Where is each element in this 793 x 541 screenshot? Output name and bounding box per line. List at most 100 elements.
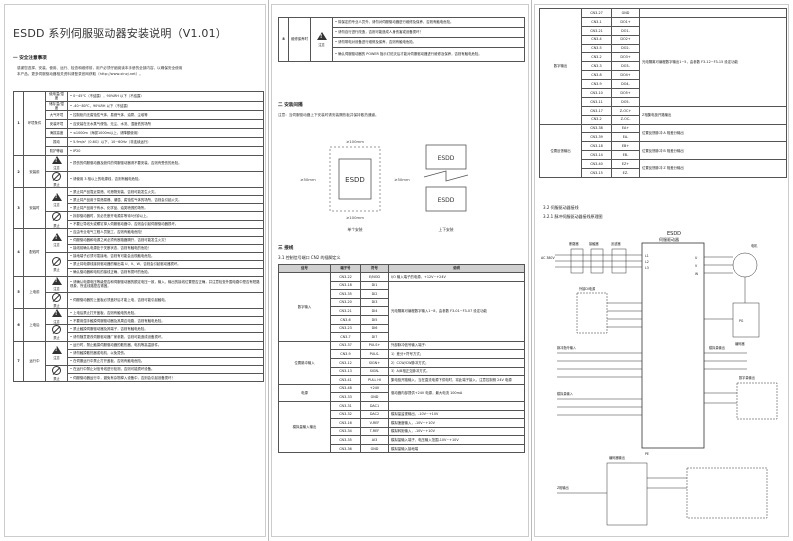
env-key: 储存温/湿度 — [45, 100, 68, 112]
safety-note: • 请使用 3 相以上的电源线，否则有触电危险。 — [67, 170, 264, 189]
section-category: 配线时 — [23, 227, 46, 277]
maintenance-table: 8维修保养时注意• 除保定的专业人员外，请勿对伺服驱动器进行维修及保养，否则有触… — [278, 17, 525, 62]
safety-row: 大气环境• 控制柜内无腐蚀性气体、易燃气体、油雾、尘埃等 — [14, 110, 264, 121]
heat-shield-plate — [423, 170, 469, 182]
pin-symbol: DAC1 — [360, 400, 389, 411]
prohibit-icon — [52, 325, 61, 335]
page-fold — [531, 0, 532, 541]
spacing-left: ≥50mm — [300, 177, 316, 182]
pin-terminal: CN3-9 — [330, 349, 361, 359]
intro-line-1: 感谢您选择、安装、使用、运行、检查和维修前，用户必须仔细阅读本手册的全部内容，以… — [17, 66, 183, 70]
subsection-wiring: 3.2 伺服驱动器接线 — [543, 205, 579, 210]
analog-out-label: 模拟量输出 — [709, 345, 725, 350]
prohibit-icon-cell: 禁止 — [45, 324, 68, 342]
pin-desc: 光电隔离可编程数字输出1~5，由参数 F3-12~F3-15 设定功能 — [639, 16, 787, 107]
wiring-diagram: ESDD 伺服驱动器 AC 380V 断路器 接触器 滤波器 L1 L2 L3 … — [541, 231, 778, 526]
safety-note: • 禁止将产品用于有水、化学品、油类喷溅的场所。 — [67, 203, 264, 213]
safety-note: • 请勿带电对设备进行维修及保养，否则有触电危险。 — [332, 37, 525, 48]
pin-terminal: CN3-14 — [581, 150, 612, 161]
env-key: 安装环境 — [45, 119, 68, 130]
pin-desc: I/O 输入端子的电源，+12V~+24V — [388, 272, 525, 282]
warning-icon-cell: 注意 — [45, 187, 68, 213]
pin-terminal: CN3-13 — [330, 366, 361, 377]
safety-row: 禁止 • 请使用 3 相以上的电源线，否则有触电危险。 — [14, 170, 264, 189]
pin-symbol: DI1 — [360, 280, 389, 291]
safety-row: 2安装前注意• 损伤的伺服驱动器及缺件的伺服驱动器请不要安装，否则有受伤的危险。 — [13, 155, 264, 189]
pin-terminal: CN3-17 — [581, 105, 612, 116]
safety-row: 5上电前注意• 请确认电源电压等级是否和伺服驱动器的额定电压一致，输入、输出的接… — [13, 275, 264, 310]
env-value: • ≤1000m（海拔1000m以上，请降额使用） — [67, 128, 264, 139]
pin-terminal: CN3-35 — [330, 435, 361, 445]
pin-terminal: CN3-7 — [330, 332, 361, 342]
safety-row: • 伺服驱动器运行中，避免有杂物掉入设备中，否则会引起设备损坏！ — [14, 373, 264, 383]
term-l3: L3 — [645, 266, 649, 270]
warning-icon — [316, 32, 327, 41]
env-key: 使用温/湿度 — [45, 91, 68, 102]
pin-terminal: CN3-2 — [581, 52, 612, 63]
safety-row: 防护等级• IP20 — [14, 146, 264, 157]
pin-desc: 外部脉冲信号输入端子： — [388, 340, 525, 351]
safety-note: • 确认伺服驱动器的 POWER 指示灯熄灭后才能对伺服驱动器进行维修及保养，否… — [332, 47, 525, 62]
section-category: 上电后 — [23, 308, 46, 342]
prohibit-icon-cell: 禁止 — [45, 251, 68, 277]
prohibit-icon-cell: 禁止 — [45, 211, 68, 229]
pin-symbol: DO3+ — [611, 52, 640, 63]
safety-row: 3安装时注意• 禁止将产品靠近易燃、可燃物安装，否则可能发生火灾。 — [13, 187, 264, 229]
spacing-diagram: ESDD ≥100mm ≥100mm ≥50mm ≥50mm 单个安装 ESDD… — [300, 139, 469, 232]
pin-group: 电源 — [278, 383, 331, 402]
safety-note: • 上电后禁止打开盖板，否则有触电的危险。 — [67, 308, 264, 318]
section-heading-wiring: 三 接线 — [278, 246, 294, 251]
env-key: 大气环境 — [45, 110, 68, 121]
pin-symbol: SIGN- — [360, 366, 389, 377]
output-load-box — [736, 382, 778, 420]
pin-group: 数字输出 — [539, 8, 582, 125]
pin-symbol: PULS- — [360, 349, 389, 359]
upper-drive-box — [425, 144, 467, 170]
pin-terminal: CN3-34 — [330, 426, 361, 437]
pin-terminal: CN3-39 — [581, 132, 612, 143]
env-key: 振动 — [45, 137, 68, 148]
icon-label: 禁止 — [53, 303, 60, 308]
safety-note: • 请勿自行进行改造，否则可能造成人身伤害或设备损坏！ — [332, 27, 525, 38]
pin-symbol: DO5+ — [611, 88, 640, 98]
safety-row: 禁止• 伺服驱动器的上盖板必须盖好后才能上电，否则可能引起触电。 — [14, 291, 264, 310]
safety-row: 海拔高度• ≤1000m（海拔1000m以上，请降额使用） — [14, 128, 264, 139]
pin-terminal: CN3-2 — [581, 114, 612, 125]
pulse-cmd-label: 脉冲指令输入 — [557, 345, 577, 350]
pin-symbol: PULS+ — [360, 340, 389, 351]
pin-symbol: GND — [360, 392, 389, 402]
pin-symbol: DAC2 — [360, 409, 389, 420]
pin-group: 位置脉冲输入 — [278, 340, 331, 385]
safety-note: • 除保定的专业人员外，请勿对伺服驱动器进行维修及保养，否则有触电危险。 — [332, 17, 525, 28]
prohibit-icon — [52, 366, 61, 375]
env-key: 防护等级 — [45, 146, 68, 157]
breaker-box — [570, 248, 584, 274]
section-category: 维修保养时 — [288, 17, 311, 62]
pin-terminal: CN3-3 — [581, 61, 612, 72]
pin-symbol: EA+ — [611, 123, 640, 134]
section-category: 上电前 — [23, 275, 46, 310]
contactor-box — [590, 248, 604, 274]
pin-terminal: CN3-21 — [581, 25, 612, 36]
safety-note: • 在运行中禁止对信号线进行检测，否则可能损坏设备。 — [67, 364, 264, 375]
prohibit-icon — [52, 172, 61, 181]
pin-symbol: AI3 — [360, 435, 389, 445]
term-l2: L2 — [645, 260, 649, 264]
pin-desc: 光电隔离可编程数字输入1~8，由参数 F3-01~F3-07 设定功能 — [388, 280, 525, 342]
safety-note: • 拆卸驱动器时，务必先断开电源并等待5分钟以上。 — [67, 211, 264, 221]
pin-desc: 模拟量监视输出，-10V~+10V — [388, 409, 525, 420]
pin-group: 数字输入 — [278, 272, 331, 342]
pin-symbol: GND — [611, 8, 640, 18]
pin-terminal: CN3-15 — [581, 168, 612, 178]
icon-label: 禁止 — [53, 183, 60, 188]
section-number: 3 — [13, 187, 24, 229]
env-key: 海拔高度 — [45, 128, 68, 139]
drive-outline — [641, 242, 705, 449]
table-header-cell: 符号 — [360, 264, 389, 273]
pin-terminal: CN3-23 — [330, 323, 361, 334]
